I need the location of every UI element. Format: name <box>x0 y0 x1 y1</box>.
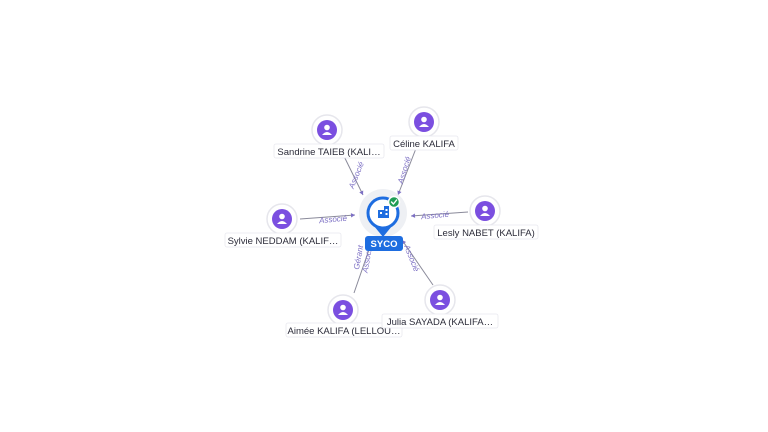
arrow-head-icon <box>397 190 402 195</box>
person-icon <box>435 294 445 305</box>
person-icon <box>419 116 429 127</box>
person-label-bg <box>224 232 342 248</box>
company-tag <box>365 236 403 251</box>
person-label-bg <box>273 143 385 159</box>
building-icon <box>378 206 389 218</box>
check-badge-icon <box>387 195 401 209</box>
person-icon <box>277 213 287 224</box>
people-layer: Sandrine TAIEB (KALI… Céline KALIFA Sylvie… <box>224 106 539 338</box>
person-name: Aimée KALIFA (LELLOU… <box>288 326 401 337</box>
person-node[interactable]: Sandrine TAIEB (KALI… <box>273 114 385 159</box>
edge: Associé <box>410 210 469 222</box>
person-name: Julia SAYADA (KALIFA… <box>387 317 493 328</box>
arrow-head-icon <box>359 190 364 195</box>
person-label-bg <box>381 313 499 329</box>
person-node[interactable]: Lesly NABET (KALIFA) <box>433 195 539 240</box>
person-name: Céline KALIFA <box>393 139 455 150</box>
person-icon <box>338 304 348 315</box>
relation-label: Associé <box>318 214 348 226</box>
person-name: Lesly NABET (KALIFA) <box>437 228 535 239</box>
edge: Associé <box>401 239 434 286</box>
person-name: Sandrine TAIEB (KALI… <box>277 147 380 158</box>
person-node[interactable]: Aimée KALIFA (LELLOU… <box>285 294 403 338</box>
relation-label: Associé <box>402 243 421 274</box>
person-node[interactable]: Sylvie NEDDAM (KALIF… <box>224 203 342 248</box>
person-node[interactable]: Julia SAYADA (KALIFA… <box>381 284 499 329</box>
relation-label: Associé <box>396 155 413 186</box>
company-node[interactable]: SYCO <box>359 189 407 251</box>
person-label-bg <box>433 224 539 240</box>
person-icon <box>322 124 332 135</box>
relation-label: Associé <box>347 160 366 191</box>
edge: Associé <box>299 213 356 226</box>
arrow-head-icon <box>411 213 416 218</box>
arrow-head-icon <box>350 213 355 218</box>
edge-line <box>410 211 469 217</box>
edge-line <box>299 214 356 220</box>
person-node[interactable]: Céline KALIFA <box>389 106 459 151</box>
edge-line <box>401 239 434 286</box>
person-icon <box>480 205 490 216</box>
person-name: Sylvie NEDDAM (KALIF… <box>228 236 339 247</box>
relation-label: Associé <box>420 210 450 222</box>
person-label-bg <box>389 135 459 151</box>
arrow-head-icon <box>402 240 407 245</box>
company-name: SYCO <box>371 239 398 250</box>
person-label-bg <box>285 322 403 338</box>
